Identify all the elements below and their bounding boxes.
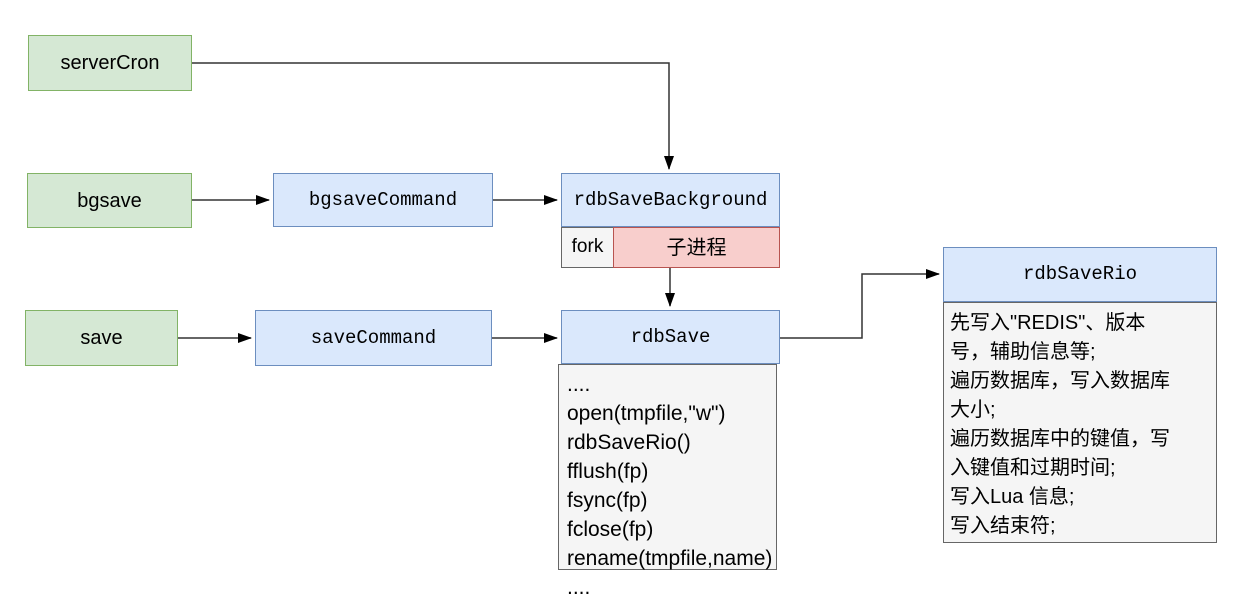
description-line: 入键值和过期时间; [950,457,1116,479]
node-save-label: save [80,327,123,349]
node-savecommand-label: saveCommand [310,326,437,349]
node-servercron: serverCron [28,35,192,91]
rdbsaverio-description-body: 先写入"REDIS"、版本 号，辅助信息等; 遍历数据库，写入数据库 大小; 遍… [943,302,1217,543]
code-line: rdbSaveRio() [567,431,691,454]
code-line: fclose(fp) [567,518,654,541]
description-line: 遍历数据库，写入数据库 [950,370,1170,392]
node-save: save [25,310,178,366]
node-rdbsavebackground-label: rdbSaveBackground [573,188,768,211]
description-line: 遍历数据库中的键值，写 [950,428,1170,450]
node-bgsave: bgsave [27,173,192,228]
node-rdbsaverio: rdbSaveRio [943,247,1217,302]
node-rdbsaverio-label: rdbSaveRio [1022,263,1138,286]
description-line: 号，辅助信息等; [950,341,1096,363]
edge-rdbsave-to-rdbsaverio [780,269,940,339]
edge-servercron-to-rdbsavebackground [192,62,674,170]
node-rdbsavebackground: rdbSaveBackground [561,173,780,227]
fork-cell: fork [561,227,614,268]
code-line: .... [567,576,591,595]
child-process-label: 子进程 [666,236,727,259]
node-rdbsave: rdbSave [561,310,780,364]
code-line: fflush(fp) [567,460,649,483]
fork-label: fork [571,236,604,258]
node-savecommand: saveCommand [255,310,492,366]
node-bgsavecommand: bgsaveCommand [273,173,493,227]
code-line: rename(tmpfile,name) [567,547,773,570]
description-line: 先写入"REDIS"、版本 [950,312,1146,334]
description-line: 大小; [950,399,996,421]
code-line: open(tmpfile,"w") [567,402,726,425]
node-rdbsave-label: rdbSave [630,325,711,348]
child-process-cell: 子进程 [613,227,780,268]
code-line: fsync(fp) [567,489,648,512]
node-bgsave-label: bgsave [77,189,142,212]
code-line: .... [567,373,591,396]
node-servercron-label: serverCron [60,52,160,74]
description-line: 写入结束符; [950,515,1056,537]
description-line: 写入Lua 信息; [950,486,1075,508]
rdbsave-code-body: .... open(tmpfile,"w") rdbSaveRio() fflu… [558,364,777,595]
node-bgsavecommand-label: bgsaveCommand [308,188,458,211]
